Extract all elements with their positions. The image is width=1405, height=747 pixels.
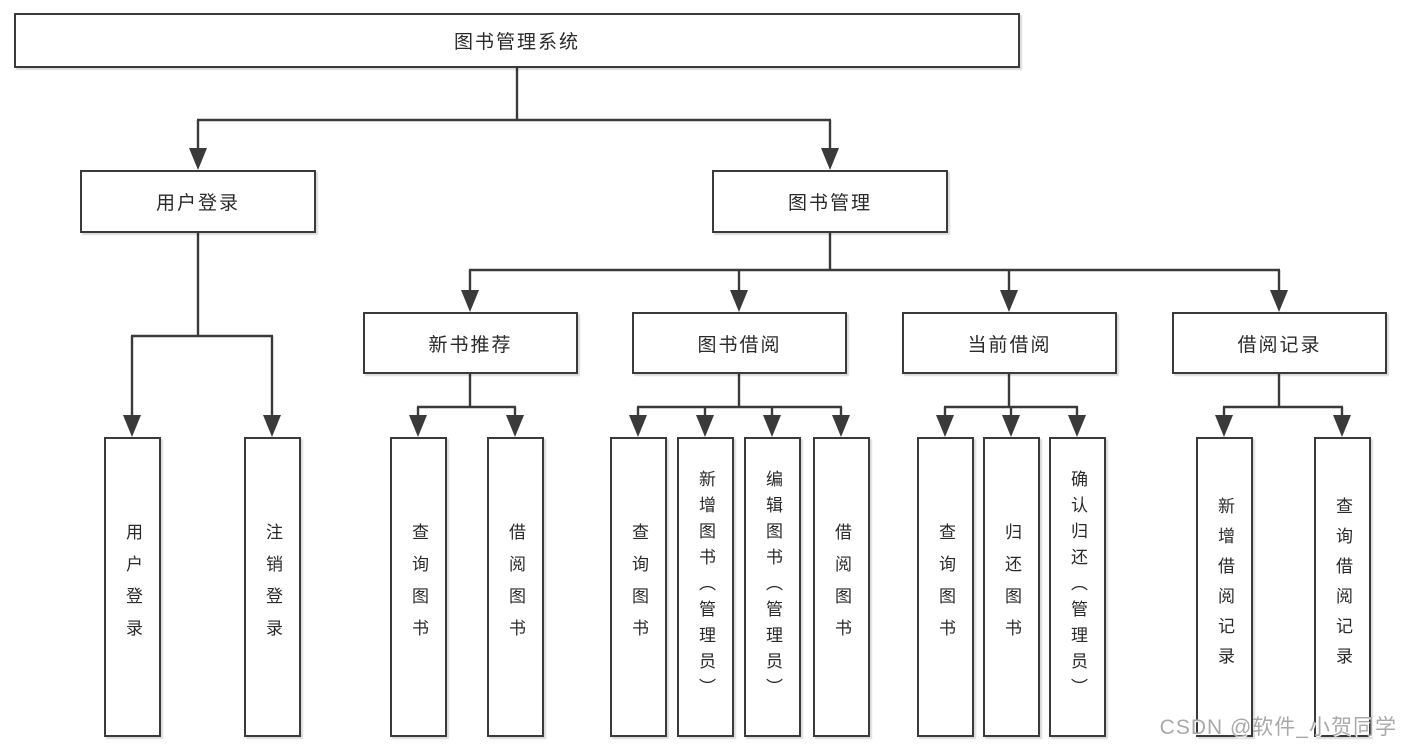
- leaf-add-books-admin: 新增图书（管理员）: [677, 437, 734, 737]
- arrow-book-borrow: [730, 290, 748, 312]
- node-user-login-label: 用户登录: [155, 193, 240, 214]
- node-book-borrowing: 图书借阅: [632, 312, 847, 374]
- leaf-query-books-current: 查询图书: [917, 437, 974, 737]
- arrow-book-management: [821, 148, 839, 170]
- arrow-br-query: [1333, 415, 1351, 437]
- arrow-bb-query: [629, 415, 647, 437]
- leaf-user-login: 用户登录: [104, 437, 161, 737]
- arrow-leaf-logout: [263, 415, 281, 437]
- arrow-bb-edit: [763, 415, 781, 437]
- leaf-confirm-return-admin-label: 确认归还（管理员）: [1068, 470, 1087, 704]
- node-current-borrowing: 当前借阅: [902, 312, 1117, 374]
- arrow-bb-add: [696, 415, 714, 437]
- node-book-management-label: 图书管理: [787, 193, 872, 214]
- leaf-return-books-label: 归还图书: [1002, 523, 1021, 651]
- leaf-edit-books-admin: 编辑图书（管理员）: [744, 437, 801, 737]
- node-new-book-recommendation-label: 新书推荐: [428, 334, 513, 356]
- node-user-login: 用户登录: [80, 170, 316, 233]
- leaf-borrow-books-recommend-label: 借阅图书: [506, 523, 525, 651]
- leaf-query-books-recommend-label: 查询图书: [409, 523, 428, 651]
- leaf-query-books-current-label: 查询图书: [936, 523, 955, 651]
- arrow-nb-borrow: [506, 415, 524, 437]
- leaf-confirm-return-admin: 确认归还（管理员）: [1049, 437, 1106, 737]
- leaf-query-borrow-record-label: 查询借阅记录: [1333, 497, 1352, 677]
- node-current-borrowing-label: 当前借阅: [967, 334, 1052, 356]
- leaf-borrow-books: 借阅图书: [813, 437, 870, 737]
- arrow-cb-confirm: [1068, 415, 1086, 437]
- arrow-leaf-login: [123, 415, 141, 437]
- node-library-system-label: 图书管理系统: [453, 32, 580, 53]
- leaf-user-login-label: 用户登录: [123, 523, 142, 651]
- arrow-new-book: [461, 290, 479, 312]
- node-borrowing-records-label: 借阅记录: [1237, 334, 1322, 356]
- node-borrowing-records: 借阅记录: [1172, 312, 1387, 374]
- arrow-borrow-records: [1270, 290, 1288, 312]
- leaf-query-borrow-record: 查询借阅记录: [1314, 437, 1371, 737]
- node-new-book-recommendation: 新书推荐: [363, 312, 578, 374]
- leaf-logout: 注销登录: [244, 437, 301, 737]
- leaf-add-borrow-record-label: 新增借阅记录: [1215, 497, 1234, 677]
- arrow-user-login: [189, 148, 207, 170]
- leaf-query-books-recommend: 查询图书: [390, 437, 447, 737]
- leaf-add-books-admin-label: 新增图书（管理员）: [696, 470, 715, 704]
- leaf-add-borrow-record: 新增借阅记录: [1196, 437, 1253, 737]
- arrow-bb-borrow: [832, 415, 850, 437]
- leaf-edit-books-admin-label: 编辑图书（管理员）: [763, 470, 782, 704]
- leaf-logout-label: 注销登录: [263, 523, 282, 651]
- leaf-query-books-borrow: 查询图书: [610, 437, 667, 737]
- node-book-management: 图书管理: [712, 170, 948, 233]
- node-library-system: 图书管理系统: [14, 13, 1020, 68]
- arrow-current-borrow: [1000, 290, 1018, 312]
- arrow-cb-query: [936, 415, 954, 437]
- leaf-borrow-books-recommend: 借阅图书: [487, 437, 544, 737]
- leaf-borrow-books-label: 借阅图书: [832, 523, 851, 651]
- arrow-cb-return: [1002, 415, 1020, 437]
- leaf-return-books: 归还图书: [983, 437, 1040, 737]
- arrow-nb-query: [409, 415, 427, 437]
- node-book-borrowing-label: 图书借阅: [697, 334, 782, 356]
- leaf-query-books-borrow-label: 查询图书: [629, 523, 648, 651]
- arrow-br-add: [1215, 415, 1233, 437]
